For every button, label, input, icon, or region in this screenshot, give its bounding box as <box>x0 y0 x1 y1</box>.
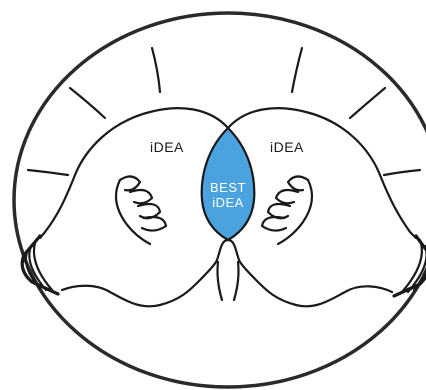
left-bulb-outline <box>38 107 230 308</box>
right-filament <box>260 175 314 246</box>
light-rays <box>26 46 422 177</box>
best-label-line1: BEST <box>210 180 246 195</box>
right-bulb: iDEA <box>226 107 426 308</box>
left-bulb-label: iDEA <box>150 139 184 155</box>
best-idea-overlap <box>200 126 256 242</box>
left-bulb-base <box>20 234 60 296</box>
best-label-line2: iDEA <box>212 195 244 210</box>
right-bulb-outline <box>226 107 418 308</box>
center-stem <box>216 260 240 302</box>
left-filament <box>114 175 168 246</box>
right-bulb-label: iDEA <box>270 139 304 155</box>
left-bulb: iDEA <box>20 107 230 308</box>
